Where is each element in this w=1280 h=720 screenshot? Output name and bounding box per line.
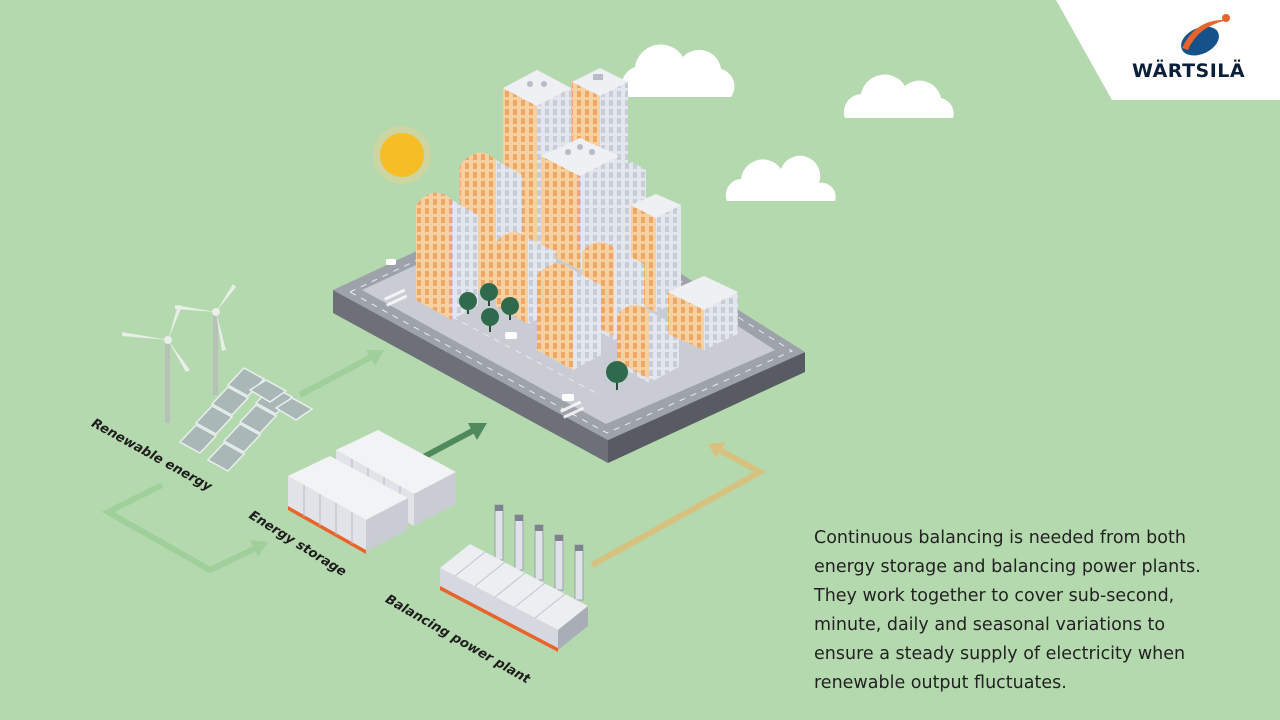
wind-turbine-icon xyxy=(122,305,190,423)
arrow-storage-to-city xyxy=(414,423,487,464)
cloud-icon xyxy=(621,44,735,97)
description-line: energy storage and balancing power plant… xyxy=(814,557,1201,577)
city-buildings xyxy=(416,68,738,390)
description-line: renewable output fluctuates. xyxy=(814,673,1067,693)
tree-icon xyxy=(459,283,628,390)
description-text: Continuous balancing is needed from both… xyxy=(814,524,1254,698)
battery-container-icon xyxy=(288,430,456,554)
power-plant-icon xyxy=(440,504,588,652)
wind-turbine-icon xyxy=(175,284,236,395)
wartsila-logo-text: WÄRTSILÄ xyxy=(1132,60,1246,82)
sun-icon xyxy=(373,126,431,184)
cloud-icon xyxy=(843,74,954,118)
arrow-renewable-to-city xyxy=(298,350,384,398)
description-line: Continuous balancing is needed from both xyxy=(814,528,1186,548)
description-line: ensure a steady supply of electricity wh… xyxy=(814,644,1186,664)
arrow-plant-to-city xyxy=(590,442,767,568)
arrow-renewable-to-storage xyxy=(101,482,268,574)
description-line: They work together to cover sub-second, xyxy=(814,586,1175,606)
logo-panel xyxy=(1056,0,1280,100)
wartsila-logo-icon xyxy=(1181,14,1230,56)
description-line: minute, daily and seasonal variations to xyxy=(814,615,1166,635)
solar-panel-icon xyxy=(178,367,314,472)
cloud-icon xyxy=(725,155,836,201)
